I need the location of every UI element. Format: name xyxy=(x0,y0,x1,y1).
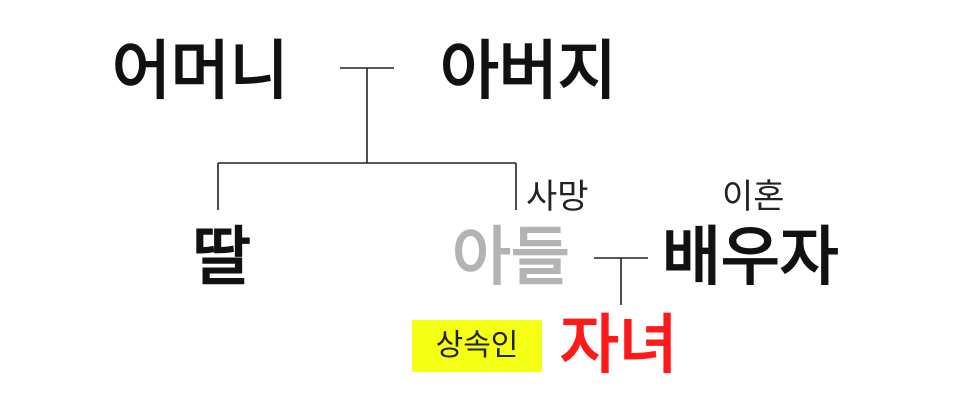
deceased-annotation: 사망 xyxy=(526,177,589,217)
mother-label: 어머니 xyxy=(112,35,289,109)
son-label: 아들 xyxy=(452,221,570,295)
child-label: 자녀 xyxy=(560,309,678,383)
heir-badge: 상속인 xyxy=(412,320,542,372)
spouse-label: 배우자 xyxy=(662,221,839,295)
divorced-annotation: 이혼 xyxy=(722,177,785,217)
father-label: 아버지 xyxy=(440,35,617,109)
daughter-label: 딸 xyxy=(192,221,251,295)
